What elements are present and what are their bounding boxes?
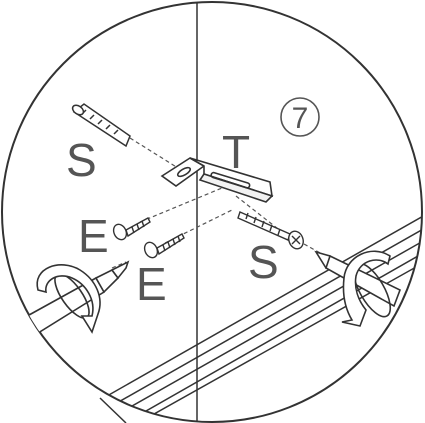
step-number: 7 bbox=[292, 102, 309, 135]
label-screw-lower: E bbox=[136, 258, 167, 310]
label-wall-plug: S bbox=[66, 134, 97, 186]
label-bracket: T bbox=[222, 126, 250, 178]
label-screw-right: S bbox=[248, 236, 279, 288]
label-screw-upper: E bbox=[78, 210, 109, 262]
